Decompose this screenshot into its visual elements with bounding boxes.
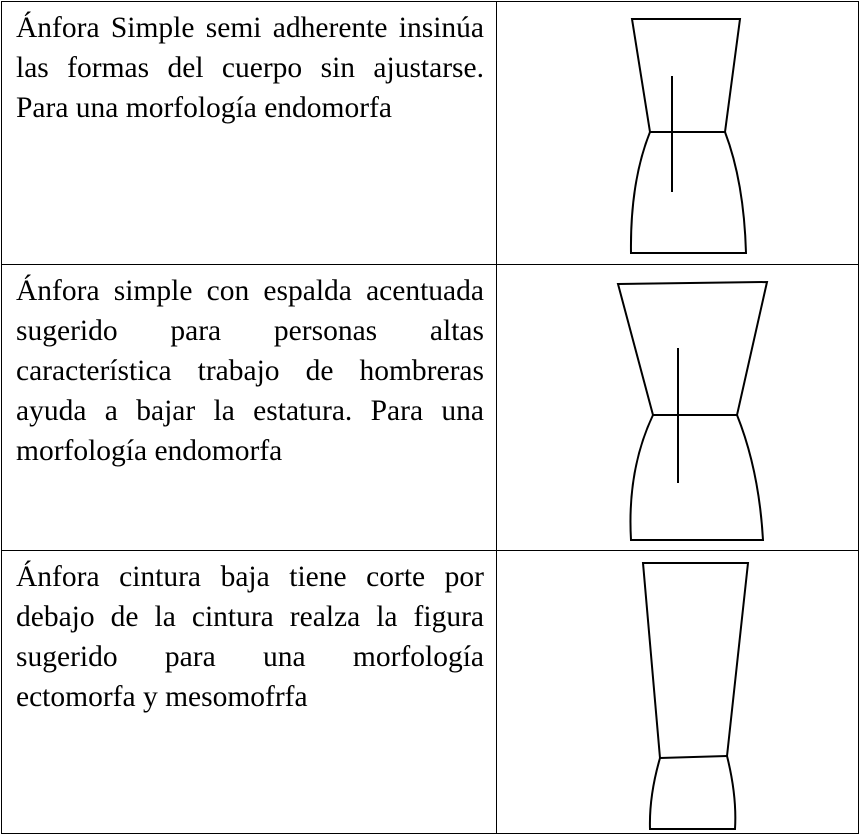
row-1-description: Ánfora Simple semi adherente insinúa las… [2, 2, 497, 265]
row-1-figure-cell [497, 2, 858, 265]
anfora-espalda-acentuada-pattern-icon [616, 280, 769, 541]
row-2-description: Ánfora simple con espalda acentuada suge… [2, 265, 497, 551]
low-waist-line [659, 755, 728, 759]
row-2-figure-cell [497, 265, 858, 551]
pattern-outline [629, 18, 748, 254]
row-3-figure-cell [497, 551, 858, 833]
pattern-outline [616, 280, 769, 541]
pattern-outline [641, 562, 750, 830]
row-3-description: Ánfora cintura baja tiene corte por deba… [2, 551, 497, 833]
anfora-simple-pattern-icon [629, 18, 748, 254]
anfora-cintura-baja-pattern-icon [641, 562, 750, 830]
